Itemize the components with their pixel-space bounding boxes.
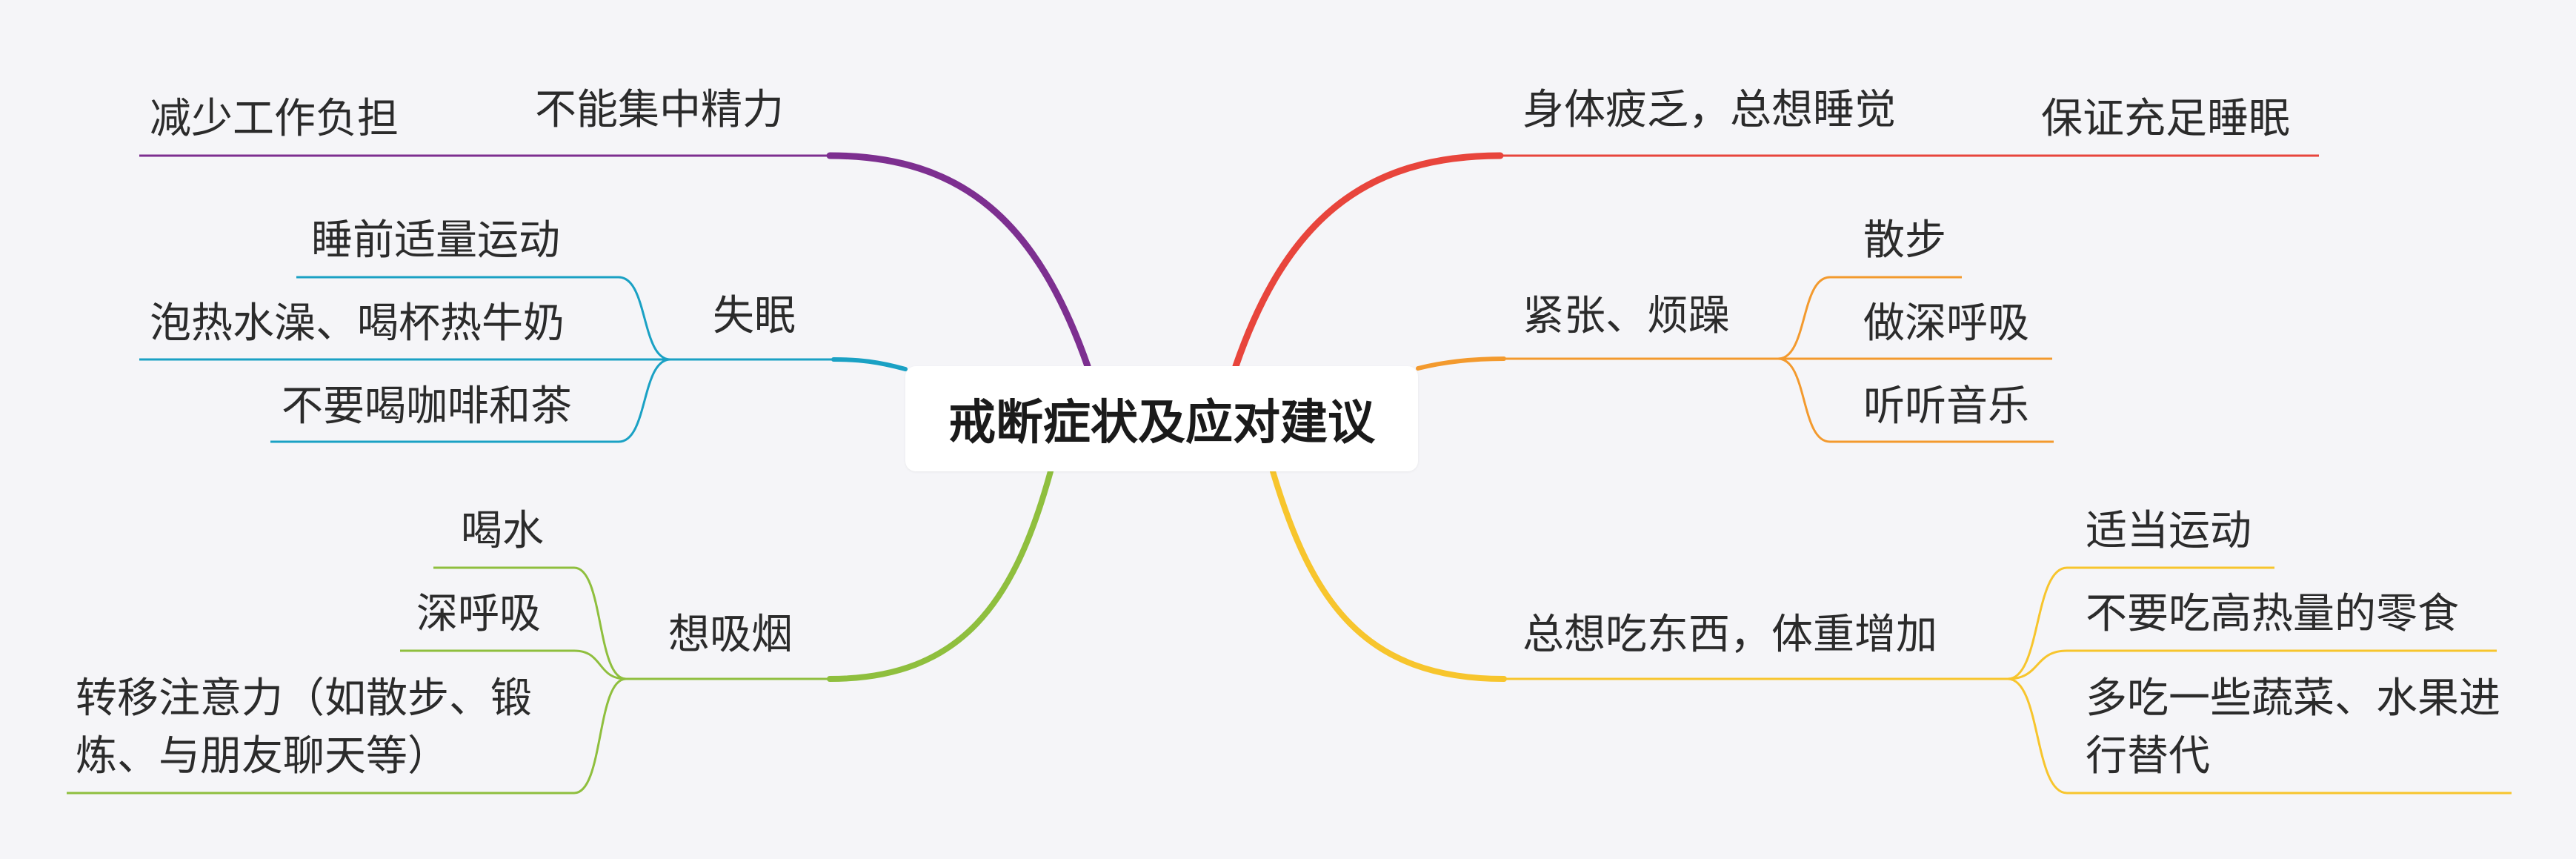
branch-smoking-item[interactable]: 转移注意力（如散步、锻炼、与朋友聊天等） xyxy=(76,674,532,780)
root-node-label: 戒断症状及应对建议 xyxy=(948,396,1375,451)
branch-insomnia[interactable]: 失眠 xyxy=(713,292,796,340)
link-root-smoking xyxy=(827,468,1054,682)
branch-fatigue-item[interactable]: 保证充足睡眠 xyxy=(2041,95,2290,143)
link-root-appetite xyxy=(1270,468,1507,682)
branch-focus-item[interactable]: 减少工作负担 xyxy=(150,95,399,143)
branch-appetite-item[interactable]: 多吃一些蔬菜、水果进行替代 xyxy=(2086,674,2500,780)
branch-anxiety-item[interactable]: 听听音乐 xyxy=(1863,382,2029,431)
link-smoking-c0 xyxy=(433,566,627,680)
link-anxiety-c2 xyxy=(1777,357,2054,443)
link-appetite-c1 xyxy=(2007,649,2497,680)
branch-smoking-item[interactable]: 深呼吸 xyxy=(416,590,541,638)
branch-insomnia-item[interactable]: 不要喝咖啡和茶 xyxy=(282,382,572,431)
link-root-anxiety xyxy=(1416,356,1506,371)
branch-anxiety[interactable]: 紧张、烦躁 xyxy=(1522,292,1730,340)
link-insomnia-c2 xyxy=(270,358,671,443)
root-node[interactable]: 戒断症状及应对建议 xyxy=(905,366,1418,471)
branch-appetite-item[interactable]: 适当运动 xyxy=(2086,507,2251,555)
link-appetite-c2 xyxy=(2007,677,2512,795)
branch-smoking-item[interactable]: 喝水 xyxy=(461,507,544,555)
link-appetite-c0 xyxy=(2007,566,2274,680)
link-smoking-c1 xyxy=(400,649,627,680)
branch-appetite[interactable]: 总想吃东西，体重增加 xyxy=(1522,611,1937,659)
link-root-fatigue xyxy=(1232,152,1504,370)
link-root-focus xyxy=(826,152,1091,370)
link-anxiety-c0 xyxy=(1777,276,1962,360)
branch-appetite-item[interactable]: 不要吃高热量的零食 xyxy=(2086,590,2459,638)
branch-smoking[interactable]: 想吸烟 xyxy=(668,611,793,659)
branch-anxiety-item[interactable]: 做深呼吸 xyxy=(1863,299,2029,348)
branch-insomnia-item[interactable]: 泡热水澡、喝杯热牛奶 xyxy=(150,299,565,348)
branch-focus[interactable]: 不能集中精力 xyxy=(535,86,784,134)
link-root-insomnia xyxy=(831,357,908,371)
branch-anxiety-item[interactable]: 散步 xyxy=(1863,216,1946,265)
branch-fatigue[interactable]: 身体疲乏，总想睡觉 xyxy=(1522,86,1896,134)
branch-insomnia-item[interactable]: 睡前适量运动 xyxy=(311,216,560,265)
link-smoking-c2 xyxy=(67,677,627,795)
link-insomnia-c0 xyxy=(296,276,671,361)
